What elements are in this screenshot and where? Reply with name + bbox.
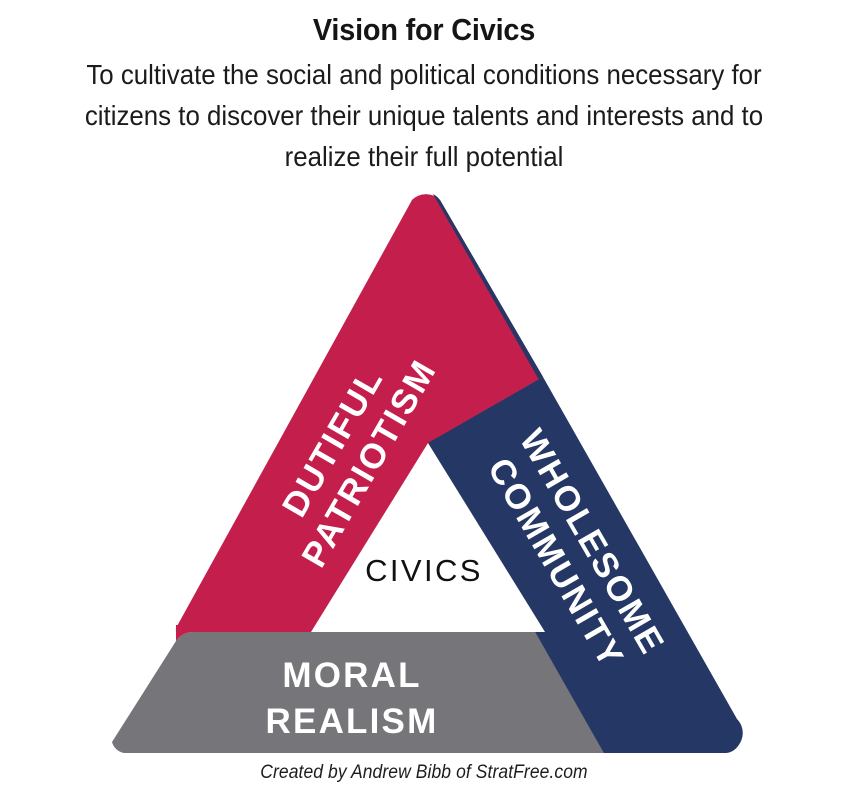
header-block: Vision for Civics To cultivate the socia… — [0, 0, 848, 270]
page-title: Vision for Civics — [312, 12, 536, 47]
credit-line: Created by Andrew Bibb of StratFree.com — [260, 762, 588, 783]
white-card-panel — [0, 270, 848, 810]
page-subtitle: To cultivate the social and political co… — [84, 59, 764, 172]
